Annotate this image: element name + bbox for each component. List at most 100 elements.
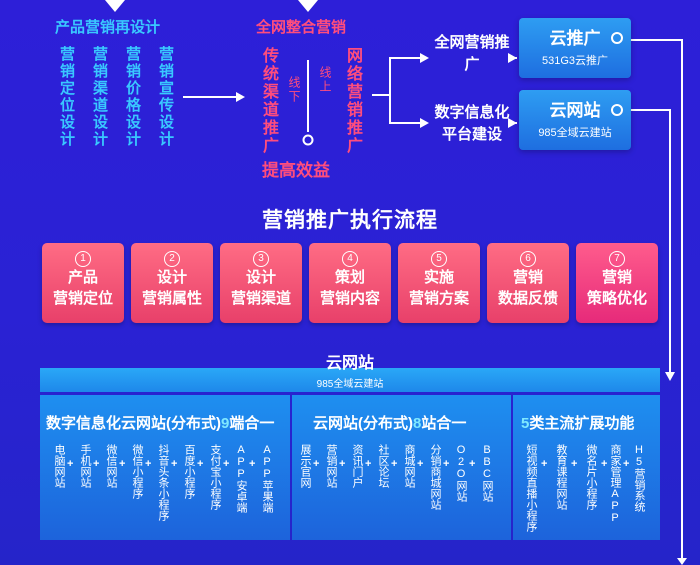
process-step-2: 2 设计 营销属性 xyxy=(131,243,213,323)
plus-sign: + xyxy=(443,458,450,470)
panel-nine-in-one xyxy=(40,395,290,540)
process-step-3: 3 设计 营销渠道 xyxy=(220,243,302,323)
cloud-website-bar-sub: 985全域云建站 xyxy=(316,379,384,390)
step-line1: 策划 xyxy=(334,269,365,286)
plus-sign: + xyxy=(623,458,630,470)
network-marketing-label: 网络营销推广 xyxy=(344,47,361,155)
panel-eight-in-one xyxy=(292,395,511,540)
cloud-promotion-box: 云推广 531G3云推广 xyxy=(519,18,631,78)
plus-sign: + xyxy=(145,458,152,470)
panel3-item: 教育课程网站 xyxy=(555,444,567,510)
process-step-4: 4 策划 营销内容 xyxy=(309,243,391,323)
redesign-col-publicity: 营销宣传设计 xyxy=(157,46,174,148)
panel-extensions xyxy=(513,395,660,540)
redesign-col-channel: 营销渠道设计 xyxy=(91,46,108,148)
step-line1: 产品 xyxy=(67,269,98,286)
panel2-item: 分销商城网站 xyxy=(429,444,441,510)
plus-sign: + xyxy=(93,458,100,470)
step-line2: 营销方案 xyxy=(408,290,469,307)
panel1-item: 手机网站 xyxy=(79,444,91,488)
panel3-item: 商家管理APP xyxy=(609,444,621,524)
step-line1: 营销 xyxy=(601,269,632,286)
step-line2: 数据反馈 xyxy=(497,290,558,307)
connector-dot xyxy=(611,32,623,44)
process-step-1: 1 产品 营销定位 xyxy=(42,243,124,323)
panel2-item: O2O网站 xyxy=(455,444,467,502)
panel2-title: 云网站(分布式)8站合一 xyxy=(313,412,466,433)
step-line2: 营销内容 xyxy=(319,290,380,307)
step-number: 1 xyxy=(75,251,91,267)
panel1-title-num: 9 xyxy=(221,415,230,432)
step-line2: 营销渠道 xyxy=(230,290,291,307)
redesign-title: 产品营销再设计 xyxy=(55,19,161,36)
panel1-item: 抖音头条小程序 xyxy=(157,444,169,521)
step-line1: 营销 xyxy=(512,269,543,286)
cloud-website-bar xyxy=(40,368,660,392)
step-line2: 营销定位 xyxy=(52,290,113,307)
panel3-item: H5营销系统 xyxy=(633,444,645,512)
plus-sign: + xyxy=(249,458,256,470)
cloud-promotion-sub: 531G3云推广 xyxy=(541,55,609,67)
plus-sign: + xyxy=(571,458,578,470)
plus-sign: + xyxy=(339,458,346,470)
step-line1: 实施 xyxy=(423,269,454,286)
step-line2: 策略优化 xyxy=(586,290,647,307)
panel1-item: 微信小程序 xyxy=(131,444,143,499)
panel2-item: 营销网站 xyxy=(325,444,337,488)
panel2-item: 资讯门户 xyxy=(351,444,363,488)
redesign-col-price: 营销价格设计 xyxy=(124,46,141,148)
panel2-item: 社区论坛 xyxy=(377,444,389,488)
plus-sign: + xyxy=(197,458,204,470)
connector-dot xyxy=(611,104,623,116)
offline-label: 线下 xyxy=(287,76,301,104)
plus-sign: + xyxy=(171,458,178,470)
step-number: 3 xyxy=(253,251,269,267)
plus-sign: + xyxy=(223,458,230,470)
panel2-item: 展示官网 xyxy=(299,444,311,488)
plus-sign: + xyxy=(313,458,320,470)
plus-sign: + xyxy=(67,458,74,470)
step-number: 6 xyxy=(520,251,536,267)
traditional-channel-label: 传统渠道推广 xyxy=(260,47,277,155)
cloud-promotion-title: 云推广 xyxy=(549,29,601,48)
process-step-7: 7 营销 策略优化 xyxy=(576,243,658,323)
step-number: 4 xyxy=(342,251,358,267)
step-line1: 设计 xyxy=(156,269,187,286)
online-label: 线上 xyxy=(318,66,332,94)
plus-sign: + xyxy=(469,458,476,470)
panel3-title-suffix: 类主流扩展功能 xyxy=(529,415,635,432)
benefit-label: 提高效益 xyxy=(262,161,330,180)
panel2-title-num: 8 xyxy=(413,415,422,432)
cloud-website-title: 云网站 xyxy=(549,101,601,120)
plus-sign: + xyxy=(391,458,398,470)
panel3-title-num: 5 xyxy=(521,415,530,432)
panel2-title-suffix: 站合一 xyxy=(421,415,467,432)
plus-sign: + xyxy=(601,458,608,470)
panel1-item: 支付宝小程序 xyxy=(209,444,221,510)
step-number: 5 xyxy=(431,251,447,267)
panel2-title-text: 云网站(分布式) xyxy=(313,415,413,432)
panel1-item: APP安卓端 xyxy=(235,444,247,513)
step-number: 7 xyxy=(609,251,625,267)
cloud-website-sub: 985全域云建站 xyxy=(538,127,612,139)
panel1-item: 电脑网站 xyxy=(53,444,65,488)
panel3-title: 5类主流扩展功能 xyxy=(521,412,634,433)
plus-sign: + xyxy=(365,458,372,470)
panel1-item: APP苹果端 xyxy=(261,444,273,513)
cloud-website-box: 云网站 985全域云建站 xyxy=(519,90,631,150)
plus-sign: + xyxy=(119,458,126,470)
cloud-website-bar-title: 云网站 xyxy=(325,355,374,372)
redesign-col-position: 营销定位设计 xyxy=(58,46,75,148)
panel1-item: 百度小程序 xyxy=(183,444,195,499)
step-line1: 设计 xyxy=(245,269,276,286)
panel1-title-suffix: 端合一 xyxy=(229,415,275,432)
panel3-item: 短视频直播小程序 xyxy=(525,444,537,532)
panel1-title-text: 数字信息化云网站(分布式) xyxy=(46,415,221,432)
integration-title: 全网整合营销 xyxy=(256,19,347,36)
step-number: 2 xyxy=(164,251,180,267)
plus-sign: + xyxy=(541,458,548,470)
panel2-item: 商城网站 xyxy=(403,444,415,488)
panel1-item: 微信网站 xyxy=(105,444,117,488)
process-title: 营销推广执行流程 xyxy=(262,209,438,232)
panel2-item: BBC网站 xyxy=(481,444,493,502)
